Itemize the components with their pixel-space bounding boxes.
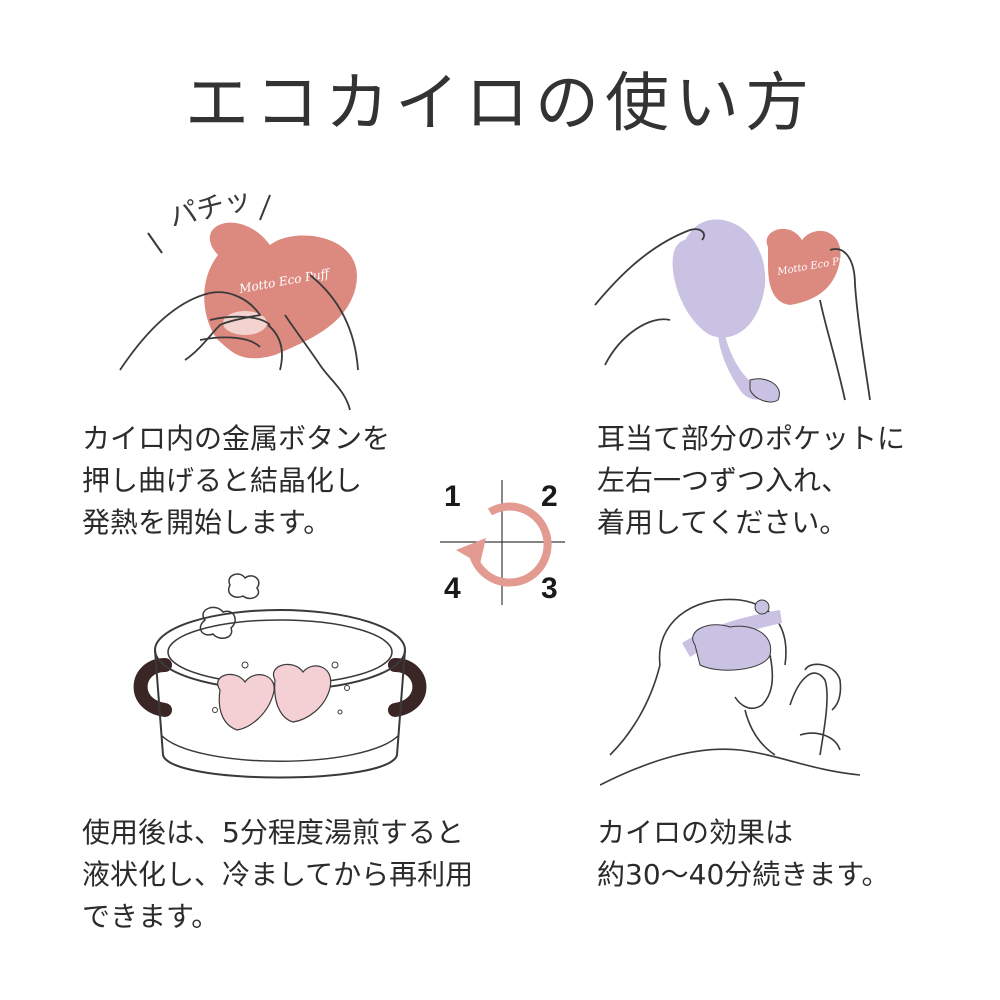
step2-line-3: 着用してください。 [597, 506, 848, 539]
step1-description: カイロ内の金属ボタンを 押し曲げると結晶化し 発熱を開始します。 [82, 418, 390, 544]
step3-line-1: カイロの効果は [597, 816, 794, 849]
step4-line-2: 液状化し、冷ましてから再利用 [82, 858, 474, 891]
heart-warmer-shape-2 [766, 228, 841, 305]
step4-line-1: 使用後は、5分程度湯煎すると [82, 816, 464, 849]
step1-line-1: カイロ内の金属ボタンを [82, 422, 391, 455]
heart-pink-2 [272, 663, 332, 723]
step-number-2: 2 [541, 480, 558, 513]
step-number-3: 3 [541, 572, 558, 605]
step4-illustration [133, 573, 427, 779]
step3-description: カイロの効果は 約30〜40分続きます。 [597, 812, 889, 896]
step4-description: 使用後は、5分程度湯煎すると 液状化し、冷ましてから再利用 できます。 [82, 812, 473, 938]
cycle-diagram [440, 480, 565, 605]
step1-line-2: 押し曲げると結晶化し [82, 464, 363, 497]
step2-illustration: Motto Eco Puff [594, 219, 871, 403]
eye-mask-shape [692, 624, 772, 671]
step2-line-2: 左右一つずつ入れ、 [597, 464, 850, 497]
step3-line-2: 約30〜40分続きます。 [597, 858, 890, 891]
step2-line-1: 耳当て部分のポケットに [597, 422, 906, 455]
pot-handle-left [133, 658, 172, 717]
step-number-1: 1 [444, 480, 461, 513]
heart-pink-1 [217, 673, 275, 731]
step2-description: 耳当て部分のポケットに 左右一つずつ入れ、 着用してください。 [597, 418, 905, 544]
step3-illustration [600, 598, 860, 786]
pot-handle-right [388, 658, 427, 717]
step1-line-3: 発熱を開始します。 [82, 506, 332, 539]
cycle-arrow-icon [468, 502, 552, 587]
earmuff-pocket-shape [672, 219, 766, 338]
page-title: エコカイロの使い方 [185, 67, 815, 141]
step4-line-3: できます。 [82, 900, 220, 933]
step-number-4: 4 [444, 572, 461, 605]
step1-illustration: パチッ Motto Eco Puff [119, 181, 359, 410]
